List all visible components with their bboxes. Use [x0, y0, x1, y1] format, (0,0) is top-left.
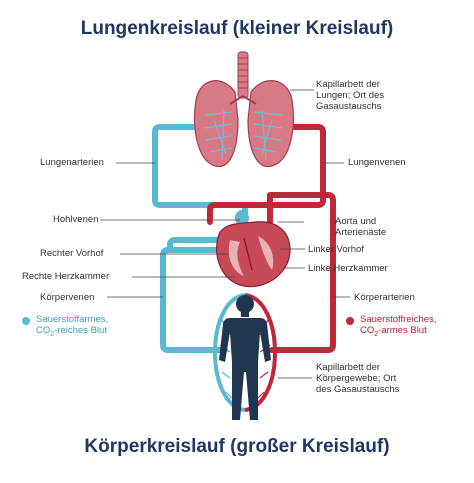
label-line: Aorta und	[335, 216, 377, 227]
legend-red-dot	[346, 317, 354, 325]
legend-co: CO	[36, 325, 51, 336]
leader-lines	[100, 89, 350, 379]
legend-line: Sauerstoffreiches,	[360, 314, 437, 325]
label-aorta: Aorta und Arterienäste	[335, 216, 386, 238]
label-body-arteries: Körperarterien	[354, 292, 415, 303]
label-left-atrium: Linker Vorhof	[308, 244, 364, 255]
label-line: Lungen; Ort des	[316, 90, 385, 101]
legend-blue-dot	[22, 317, 30, 325]
label-body-veins: Körpervenen	[40, 292, 95, 303]
legend-line: Sauerstoffarmes,	[36, 314, 109, 325]
label-line: Gasaustauschs	[316, 101, 382, 112]
heart-illustration	[216, 210, 291, 288]
legend-oxygenated: Sauerstoffreiches, CO2-armes Blut	[360, 314, 436, 340]
legend-line: CO2-armes Blut	[360, 325, 436, 340]
legend-line: CO2-reiches Blut	[36, 325, 108, 340]
label-right-ventricle: Rechte Herzkammer	[22, 271, 110, 282]
legend-subscript: 2	[50, 330, 55, 338]
legend-rest: -reiches Blut	[54, 325, 107, 336]
label-line: Körpergewebe; Ort	[316, 373, 397, 384]
red-vessel-loop	[207, 124, 336, 353]
legend-subscript: 2	[374, 330, 379, 338]
label-capillary-body: Kapillarbett der Körpergewebe; Ort des G…	[316, 362, 399, 395]
label-line: Arterienäste	[335, 227, 387, 238]
title-systemic-circulation: Körperkreislauf (großer Kreislauf)	[84, 436, 390, 457]
title-pulmonary-circulation: Lungenkreislauf (kleiner Kreislauf)	[80, 18, 394, 39]
label-line: Kapillarbett der	[316, 362, 380, 373]
label-capillary-lungs: Kapillarbett der Lungen; Ort des Gasaust…	[316, 79, 384, 112]
legend-deoxygenated: Sauerstoffarmes, CO2-reiches Blut	[36, 314, 108, 340]
label-left-ventricle: Linke Herzkammer	[308, 263, 388, 274]
label-right-atrium: Rechter Vorhof	[40, 248, 104, 259]
blue-vessel-loop	[152, 124, 248, 353]
label-pulmonary-arteries: Lungenarterien	[40, 157, 104, 168]
human-silhouette	[219, 295, 271, 420]
lungs-illustration	[193, 51, 294, 168]
label-line: Kapillarbett der	[316, 79, 380, 90]
label-vena-cava: Hohlvenen	[53, 214, 99, 225]
label-pulmonary-veins: Lungenvenen	[348, 157, 406, 168]
label-line: des Gasaustauschs	[316, 384, 400, 395]
legend-rest: -armes Blut	[378, 325, 427, 336]
legend-co: CO	[360, 325, 375, 336]
